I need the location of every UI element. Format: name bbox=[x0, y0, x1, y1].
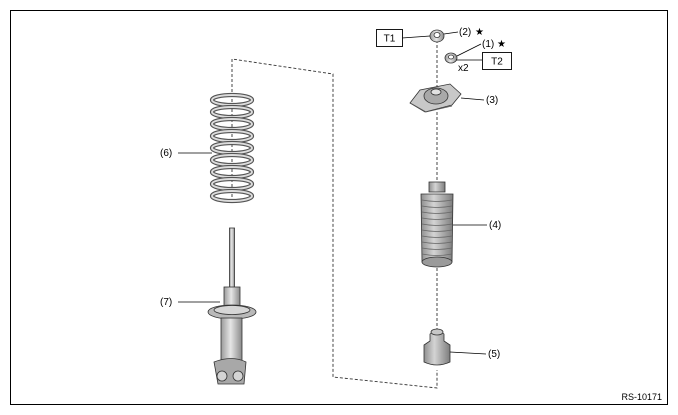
part-nut-2 bbox=[429, 29, 445, 43]
torque-box-t2: T2 bbox=[482, 52, 512, 70]
star-icon: ★ bbox=[475, 27, 484, 38]
torque-label-t2: T2 bbox=[491, 57, 503, 68]
torque-label-t1: T1 bbox=[384, 34, 396, 45]
label-part-6: (6) bbox=[160, 148, 172, 159]
label-part-5: (5) bbox=[488, 349, 500, 360]
label-part-1: (1) bbox=[482, 39, 494, 50]
quantity-label: x2 bbox=[458, 63, 469, 74]
part-coil-spring-6 bbox=[209, 92, 255, 204]
part-nut-1 bbox=[444, 52, 458, 64]
torque-box-t1: T1 bbox=[376, 29, 403, 47]
star-icon: ★ bbox=[497, 39, 506, 50]
part-strut-7 bbox=[207, 227, 257, 385]
part-dust-boot-4 bbox=[420, 181, 454, 268]
reference-code: RS-10171 bbox=[621, 392, 662, 402]
label-part-2: (2) bbox=[459, 27, 471, 38]
part-strut-mount-3 bbox=[409, 83, 462, 113]
label-part-4: (4) bbox=[489, 220, 501, 231]
part-bump-stop-5 bbox=[423, 328, 451, 366]
diagram-frame bbox=[10, 10, 668, 405]
label-part-7: (7) bbox=[160, 297, 172, 308]
label-part-3: (3) bbox=[486, 95, 498, 106]
assembly-path-lines bbox=[231, 40, 438, 389]
leader-lines bbox=[178, 31, 487, 355]
